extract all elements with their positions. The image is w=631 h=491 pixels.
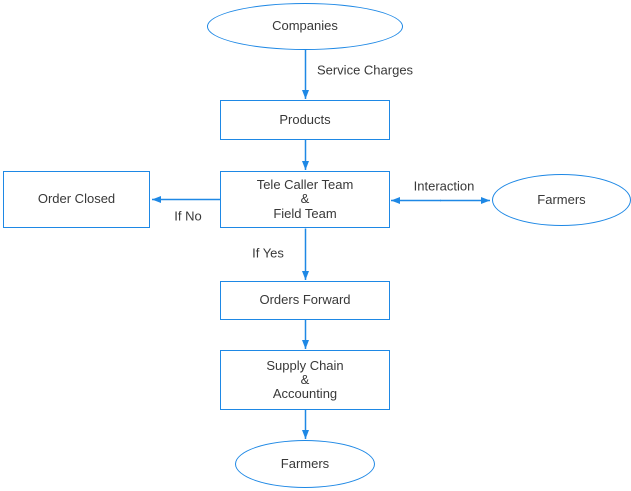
node-tele-caller-field-team: Tele Caller Team & Field Team (220, 171, 390, 228)
node-farmers-bottom: Farmers (235, 440, 375, 488)
node-products: Products (220, 100, 390, 140)
edge-label-interaction: Interaction (411, 178, 477, 194)
node-companies: Companies (207, 3, 403, 50)
node-orders-forward: Orders Forward (220, 281, 390, 320)
node-farmers-right: Farmers (492, 174, 631, 226)
node-supply-chain-accounting: Supply Chain & Accounting (220, 350, 390, 410)
node-order-closed: Order Closed (3, 171, 150, 228)
edge-label-if-no: If No (172, 208, 204, 224)
edge-label-if-yes: If Yes (250, 245, 286, 261)
edge-label-service-charges: Service Charges (314, 62, 416, 78)
